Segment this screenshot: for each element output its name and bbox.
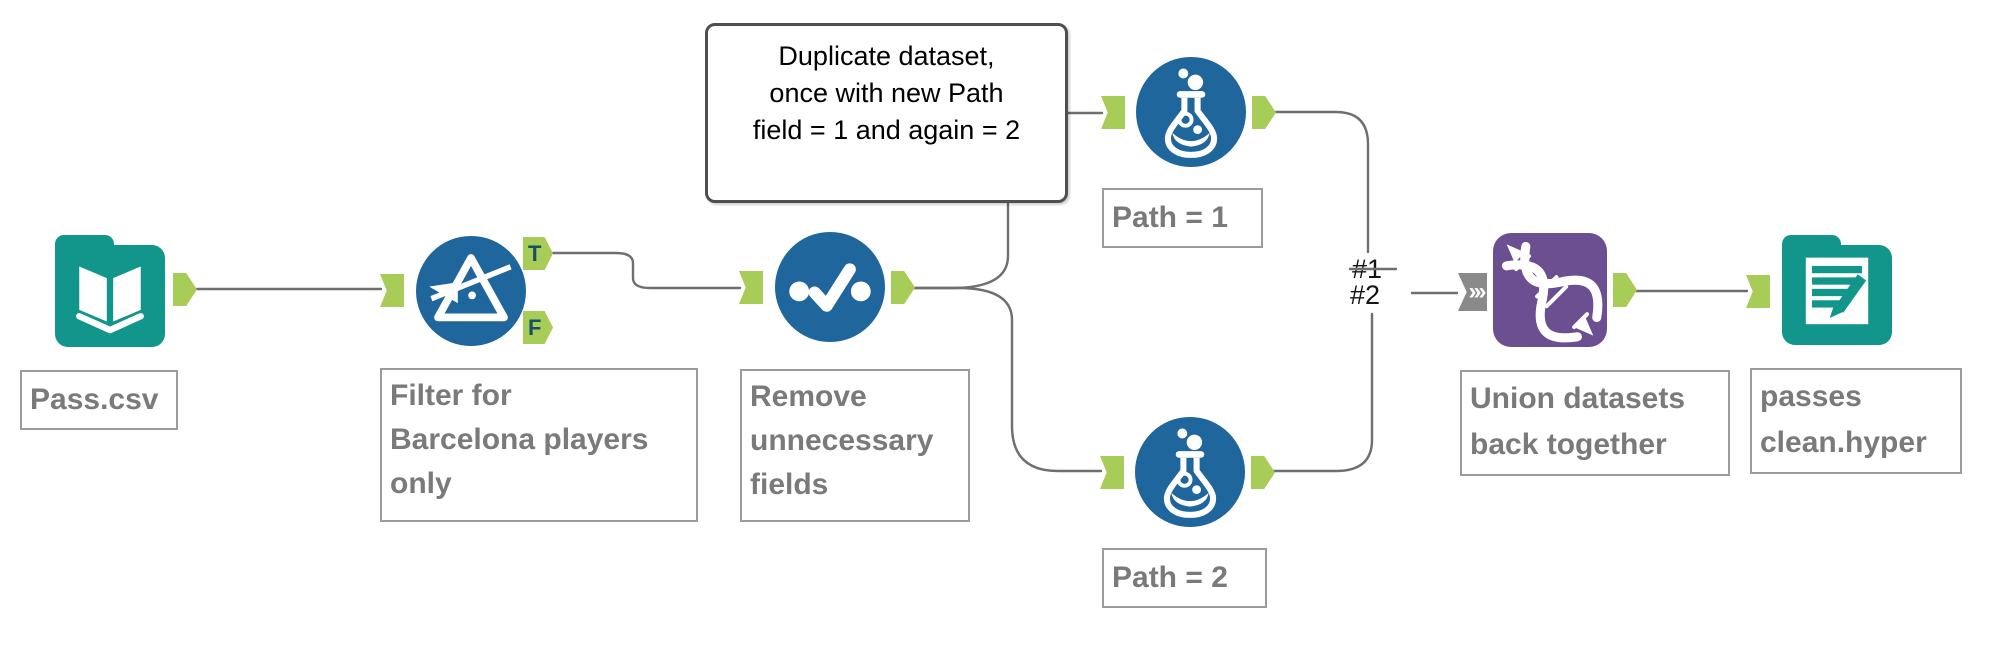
filter-false-anchor-letter: F	[528, 314, 542, 340]
input-data-caption-text: Pass.csv	[30, 383, 159, 416]
input-data-caption: Pass.csv	[20, 370, 178, 430]
connection-select-to-formula2[interactable]	[911, 286, 1103, 473]
formula-flask-icon	[1164, 68, 1218, 158]
filter-tool[interactable]	[416, 236, 526, 346]
union-caption-line: Union datasets	[1470, 382, 1686, 415]
select-caption-line: Remove	[750, 380, 867, 413]
input-data-tool[interactable]	[55, 235, 165, 347]
comment-line: once with new Path	[769, 78, 1004, 108]
filter-funnel-icon	[429, 254, 512, 322]
output-data-caption-line: passes	[1760, 380, 1862, 413]
comment-line: field = 1 and again = 2	[752, 115, 1021, 145]
connection-filter-true-to-select[interactable]	[551, 251, 742, 290]
formula2-caption: Path = 2	[1102, 548, 1267, 608]
formula-tool-path2[interactable]	[1135, 417, 1245, 527]
formula2-caption-text: Path = 2	[1112, 561, 1228, 594]
filter-caption-line: only	[390, 467, 452, 500]
output-data-caption-line: clean.hyper	[1760, 426, 1927, 459]
comment-box[interactable]: Duplicate dataset, once with new Path fi…	[705, 23, 1068, 203]
formula-tool-path1[interactable]	[1136, 57, 1246, 167]
select-caption-line: unnecessary	[750, 424, 934, 457]
union-tool[interactable]	[1493, 233, 1607, 347]
output-data-caption: passes clean.hyper	[1750, 368, 1962, 474]
select-tool[interactable]	[775, 232, 885, 342]
filter-true-anchor-letter: T	[528, 240, 542, 266]
comment-line: Duplicate dataset,	[778, 41, 995, 71]
formula1-caption: Path = 1	[1102, 188, 1263, 248]
select-caption-line: fields	[750, 468, 829, 501]
filter-caption: Filter for Barcelona players only	[380, 368, 698, 522]
union-dna-icon	[1501, 241, 1603, 343]
union-input-marker-chevrons: ›››	[1468, 278, 1487, 305]
output-data-tool[interactable]	[1782, 235, 1892, 345]
formula-flask-icon	[1163, 428, 1217, 518]
union-caption-line: back together	[1470, 428, 1667, 461]
formula1-caption-text: Path = 1	[1112, 201, 1228, 234]
connection-formula2-to-union[interactable]	[1263, 312, 1374, 473]
open-book-icon	[76, 266, 144, 334]
filter-caption-line: Filter for	[390, 379, 512, 412]
connection-label-2: #2	[1350, 280, 1381, 310]
document-pencil-icon	[1805, 257, 1869, 325]
union-caption: Union datasets back together	[1460, 370, 1730, 476]
filter-caption-line: Barcelona players	[390, 423, 649, 456]
connection-formula1-to-union[interactable]	[1274, 110, 1370, 254]
select-caption: Remove unnecessary fields	[740, 369, 970, 522]
select-checkmark-icon	[789, 263, 871, 312]
